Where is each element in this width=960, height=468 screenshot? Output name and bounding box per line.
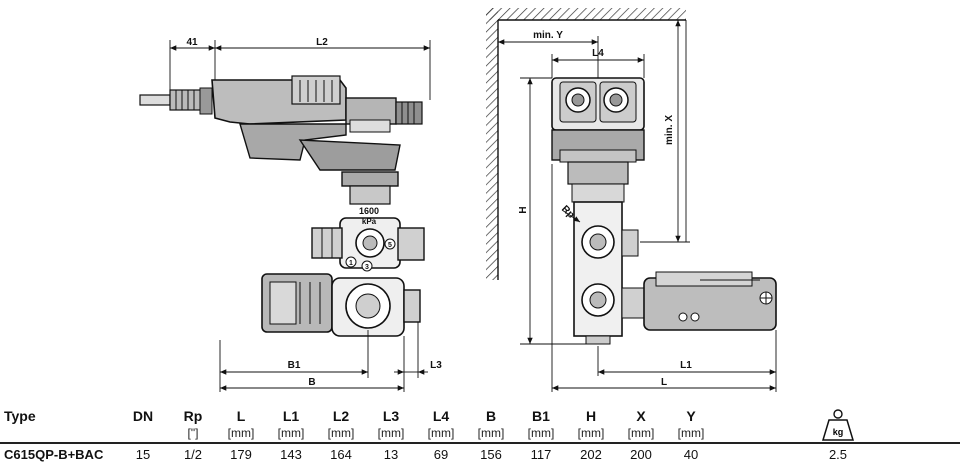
dim-L3-label: L3 xyxy=(430,360,442,371)
pressure-unit: kPa xyxy=(362,217,377,226)
valve-adapter xyxy=(341,171,399,205)
unit-dn xyxy=(116,424,170,443)
header-dn: DN xyxy=(132,408,154,424)
cell-x: 200 xyxy=(616,442,666,464)
unit-y: [mm] xyxy=(677,426,705,440)
port-3-label: 3 xyxy=(365,264,369,271)
unit-l3: [mm] xyxy=(377,426,405,440)
actuator-body xyxy=(211,75,423,171)
dim-H-label: H xyxy=(518,206,529,213)
wall-hatching xyxy=(486,8,686,280)
unit-l2: [mm] xyxy=(327,426,355,440)
actuator-cable xyxy=(139,87,213,115)
unit-b1: [mm] xyxy=(527,426,555,440)
dim-41-label: 41 xyxy=(186,37,198,48)
side-valve-stack xyxy=(573,201,777,345)
technical-drawing: 1600 kPa 1 3 5 xyxy=(139,8,777,392)
dim-L2-label: L2 xyxy=(316,37,328,48)
dim-minX-label: min. X xyxy=(664,115,675,145)
cell-type: C615QP-B+BAC xyxy=(0,442,116,464)
unit-l4: [mm] xyxy=(427,426,455,440)
header-b1: B1 xyxy=(532,408,550,424)
header-l4: L4 xyxy=(432,408,450,424)
spec-table: Type DN Rp L L1 L2 L3 L4 B B1 H X Y kg xyxy=(0,398,960,468)
dim-L1-label: L1 xyxy=(680,360,692,371)
header-y: Y xyxy=(686,408,696,424)
header-h: H xyxy=(585,408,597,424)
weight-icon: kg xyxy=(821,409,855,441)
cell-l2: 164 xyxy=(316,442,366,464)
dim-B-label: B xyxy=(308,377,315,388)
cell-b: 156 xyxy=(466,442,516,464)
header-rp: Rp xyxy=(183,408,203,424)
table-unit-row: ["] [mm] [mm] [mm] [mm] [mm] [mm] [mm] [… xyxy=(0,424,960,443)
cell-l1: 143 xyxy=(266,442,316,464)
lower-valve-body xyxy=(261,273,421,337)
cell-b1: 117 xyxy=(516,442,566,464)
header-l2: L2 xyxy=(332,408,350,424)
dim-B1-label: B1 xyxy=(288,360,301,371)
unit-type xyxy=(0,424,116,443)
header-type: Type xyxy=(4,408,36,424)
unit-rp: ["] xyxy=(187,426,199,440)
side-actuator xyxy=(551,77,645,203)
cell-h: 202 xyxy=(566,442,616,464)
unit-l: [mm] xyxy=(227,426,255,440)
header-l3: L3 xyxy=(382,408,400,424)
cell-weight: 2.5 xyxy=(716,442,960,464)
cell-rp: 1/2 xyxy=(170,442,216,464)
cell-l3: 13 xyxy=(366,442,416,464)
header-x: X xyxy=(636,408,646,424)
dim-minY-label: min. Y xyxy=(533,30,563,41)
header-l1: L1 xyxy=(282,408,300,424)
dim-L-label: L xyxy=(661,377,667,388)
table-header-row: Type DN Rp L L1 L2 L3 L4 B B1 H X Y kg xyxy=(0,398,960,441)
side-view: min. Y L4 min. X H Rp L1 L xyxy=(486,8,777,392)
cell-dn: 15 xyxy=(116,442,170,464)
header-l: L xyxy=(236,408,246,424)
upper-valve-body: 1600 kPa 1 3 5 xyxy=(311,206,425,272)
cell-y: 40 xyxy=(666,442,716,464)
table-row: C615QP-B+BAC 15 1/2 179 143 164 13 69 15… xyxy=(0,442,960,464)
unit-l1: [mm] xyxy=(277,426,305,440)
header-weight: kg xyxy=(716,398,960,443)
side-dimensions xyxy=(498,20,777,392)
weight-unit-label: kg xyxy=(833,427,844,437)
front-dimensions xyxy=(169,40,431,392)
header-b: B xyxy=(485,408,497,424)
port-1-label: 1 xyxy=(349,260,353,267)
unit-b: [mm] xyxy=(477,426,505,440)
front-view: 1600 kPa 1 3 5 xyxy=(139,37,442,392)
unit-x: [mm] xyxy=(627,426,655,440)
unit-h: [mm] xyxy=(577,426,605,440)
dim-L4-label: L4 xyxy=(592,48,604,59)
pressure-rating: 1600 xyxy=(359,206,379,216)
cell-l4: 69 xyxy=(416,442,466,464)
cell-l: 179 xyxy=(216,442,266,464)
port-5-label: 5 xyxy=(388,242,392,249)
